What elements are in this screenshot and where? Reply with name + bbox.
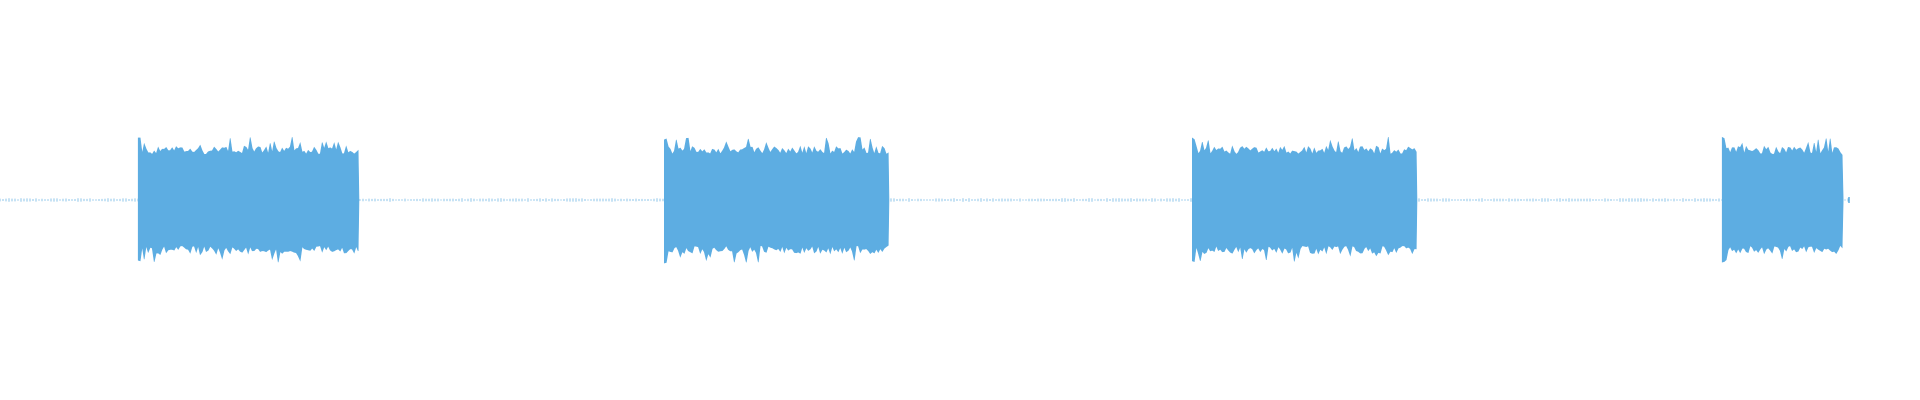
waveform-burst-1 xyxy=(137,137,360,263)
baseline-noise xyxy=(0,198,1849,202)
waveform-burst-2 xyxy=(664,137,890,264)
waveform-baseline xyxy=(0,197,1850,203)
waveform-burst-3 xyxy=(1192,136,1418,263)
waveform-bursts xyxy=(137,136,1844,264)
waveform-burst-4 xyxy=(1721,136,1844,263)
